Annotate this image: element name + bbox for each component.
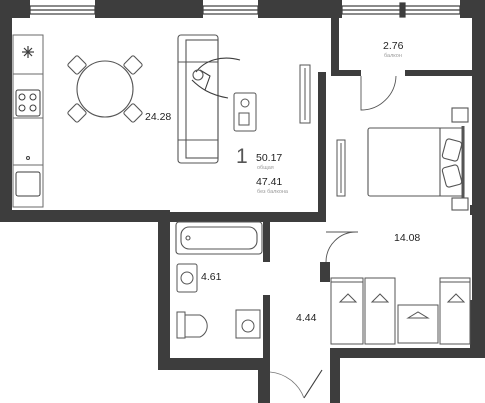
bedroom-tv xyxy=(336,139,346,197)
living-area-label: 24.28 xyxy=(145,111,172,123)
rooms-count: 1 xyxy=(236,145,248,168)
living-area: 47.41 xyxy=(256,176,283,188)
bathroom-area-label: 4.61 xyxy=(201,271,222,283)
sofa xyxy=(177,34,241,164)
washing-machine xyxy=(235,309,261,339)
bedroom-door xyxy=(325,231,358,263)
total-area-caption: общая xyxy=(257,165,274,171)
total-area: 50.17 xyxy=(256,152,283,164)
door-swing xyxy=(360,75,397,111)
bedroom-area-label: 14.08 xyxy=(394,232,421,244)
hallway-area-label: 4.44 xyxy=(296,312,317,324)
washbasin xyxy=(176,263,198,293)
wardrobe xyxy=(330,277,471,345)
balcony-area-label: 2.76 xyxy=(383,40,404,52)
kitchen-unit xyxy=(12,34,44,208)
side-table xyxy=(233,92,257,132)
fridge-icon xyxy=(22,46,34,58)
tv-unit xyxy=(299,64,311,124)
bathtub xyxy=(175,221,263,255)
hob-icon xyxy=(15,89,41,117)
windows xyxy=(29,2,461,18)
balcony-caption: балкон xyxy=(384,53,402,59)
dining-table xyxy=(67,55,143,123)
entrance-door xyxy=(269,369,323,399)
living-area-caption: без балкона xyxy=(257,189,288,195)
bed xyxy=(367,107,469,211)
sink-icon xyxy=(15,156,41,197)
toilet xyxy=(176,311,208,339)
